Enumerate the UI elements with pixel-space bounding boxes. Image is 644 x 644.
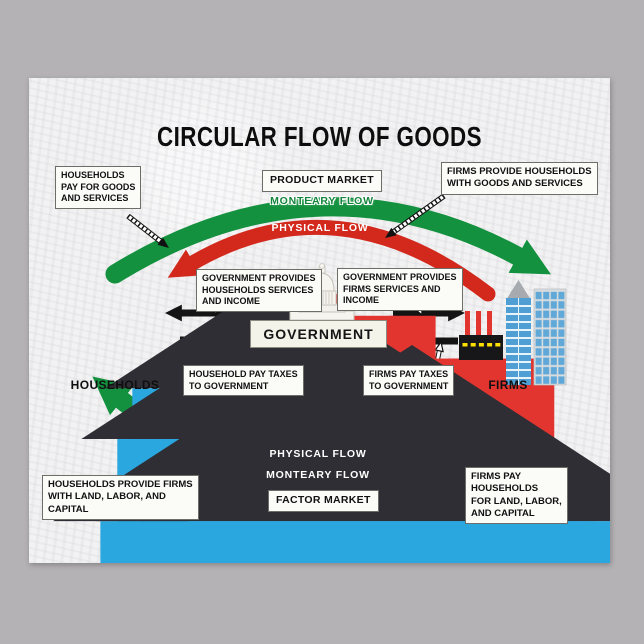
households-pay-callout: HOUSEHOLDS PAY FOR GOODS AND SERVICES (55, 166, 142, 210)
firms-provide-callout: FIRMS PROVIDE HOUSEHOLDS WITH GOODS AND … (441, 162, 598, 195)
product-market-box: PRODUCT MARKET (262, 170, 382, 192)
government-box: GOVERNMENT (250, 320, 387, 348)
skyscraper-pointed-icon (506, 280, 531, 385)
pointer-firms-provide (385, 193, 446, 238)
firms-label: FIRMS (488, 378, 528, 392)
circular-flow-poster: CIRCULAR FLOW OF GOODS MONTEARY FLOW PHY… (29, 78, 610, 563)
gov-provides-households-callout: GOVERNMENT PROVIDES HOUSEHOLDS SERVICES … (196, 269, 322, 313)
factory-icon (459, 311, 503, 360)
gov-provides-firms-callout: GOVERNMENT PROVIDES FIRMS SERVICES AND I… (337, 268, 463, 312)
factor-market-box: FACTOR MARKET (268, 490, 379, 512)
pointer-households-pay (126, 213, 169, 248)
bottom-monetary-flow-label: MONTEARY FLOW (266, 469, 370, 481)
top-physical-flow-label: PHYSICAL FLOW (271, 222, 369, 234)
top-monetary-flow-arrow (105, 197, 552, 284)
poster-title: CIRCULAR FLOW OF GOODS (157, 121, 482, 152)
firms-taxes-callout: FIRMS PAY TAXES TO GOVERNMENT (363, 365, 455, 397)
bottom-physical-flow-label: PHYSICAL FLOW (269, 448, 367, 460)
firms-pay-callout: FIRMS PAY HOUSEHOLDS FOR LAND, LABOR, AN… (465, 467, 568, 525)
top-physical-flow-arrow (167, 219, 496, 302)
households-provide-callout: HOUSEHOLDS PROVIDE FIRMS WITH LAND, LABO… (42, 475, 199, 521)
household-taxes-callout: HOUSEHOLD PAY TAXES TO GOVERNMENT (183, 365, 304, 397)
top-monetary-flow-label: MONTEARY FLOW (270, 195, 374, 207)
skyscraper-grid-icon (533, 288, 567, 386)
households-label: HOUSEHOLDS (70, 378, 160, 392)
